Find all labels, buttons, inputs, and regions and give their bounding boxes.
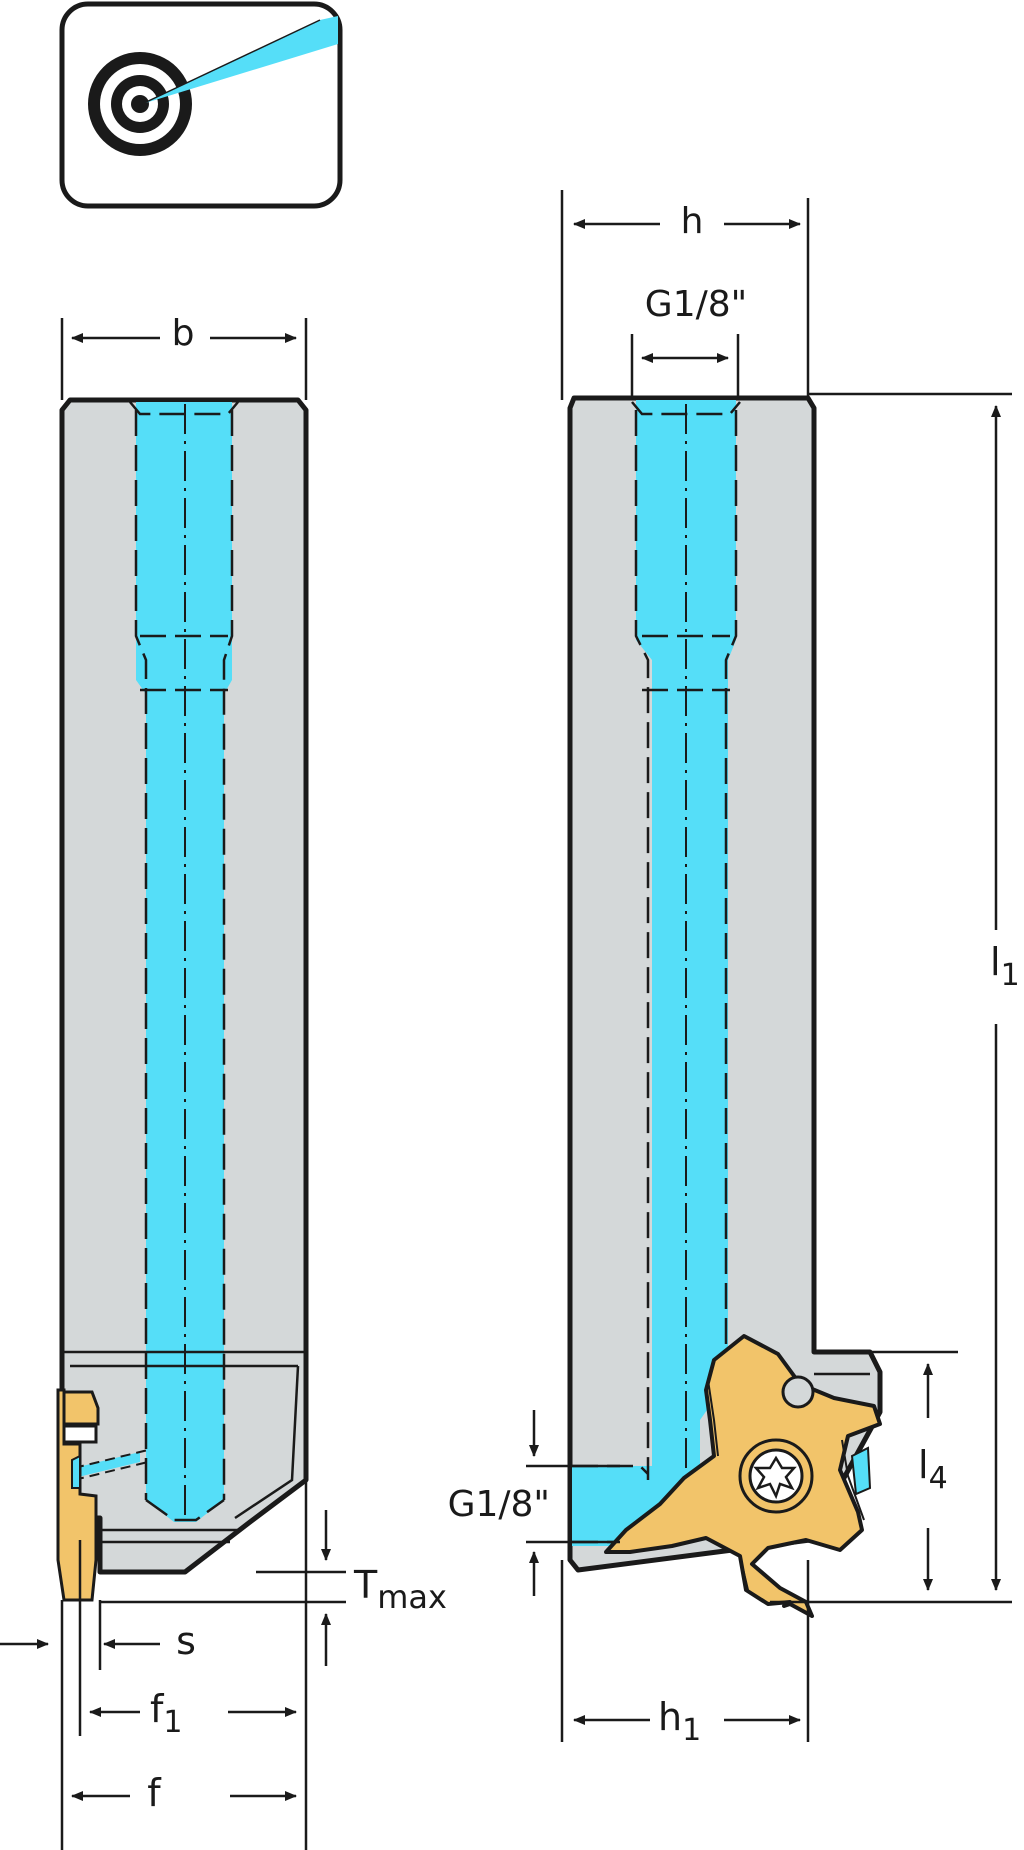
label-tmax: Tmax <box>353 1563 447 1616</box>
label-g-side: G1/8" <box>448 1484 550 1525</box>
label-tmax-main: T <box>353 1563 378 1607</box>
insert-side-view <box>56 1388 100 1602</box>
holder-side-view <box>567 395 883 1618</box>
label-g-top: G1/8" <box>645 284 747 325</box>
label-f: f <box>147 1771 162 1815</box>
label-l4-sub: 4 <box>929 1461 948 1496</box>
label-h1: h1 <box>658 1695 701 1748</box>
label-l4: l4 <box>918 1443 948 1496</box>
label-l1-sub: 1 <box>1001 958 1020 993</box>
dimension-labels: b h G1/8" l1 l4 G1/8" Tmax s f1 f h1 <box>147 201 1019 1815</box>
right-dimensions <box>526 190 1012 1742</box>
holder-front-view <box>56 397 309 1602</box>
label-l4-main: l <box>918 1443 929 1487</box>
label-l1: l1 <box>990 940 1020 993</box>
label-s: s <box>176 1619 196 1663</box>
label-tmax-sub: max <box>377 1578 447 1616</box>
label-l1-main: l <box>990 940 1001 984</box>
left-dimensions <box>0 318 346 1850</box>
target-coolant-icon <box>59 1 343 209</box>
label-h1-sub: 1 <box>682 1713 701 1748</box>
label-f1: f1 <box>150 1687 182 1740</box>
label-h1-main: h <box>658 1695 682 1739</box>
label-h: h <box>681 201 704 242</box>
label-f1-sub: 1 <box>163 1705 182 1740</box>
insert-top-view <box>604 1334 882 1618</box>
label-b: b <box>172 313 195 354</box>
label-f1-main: f <box>150 1687 165 1731</box>
